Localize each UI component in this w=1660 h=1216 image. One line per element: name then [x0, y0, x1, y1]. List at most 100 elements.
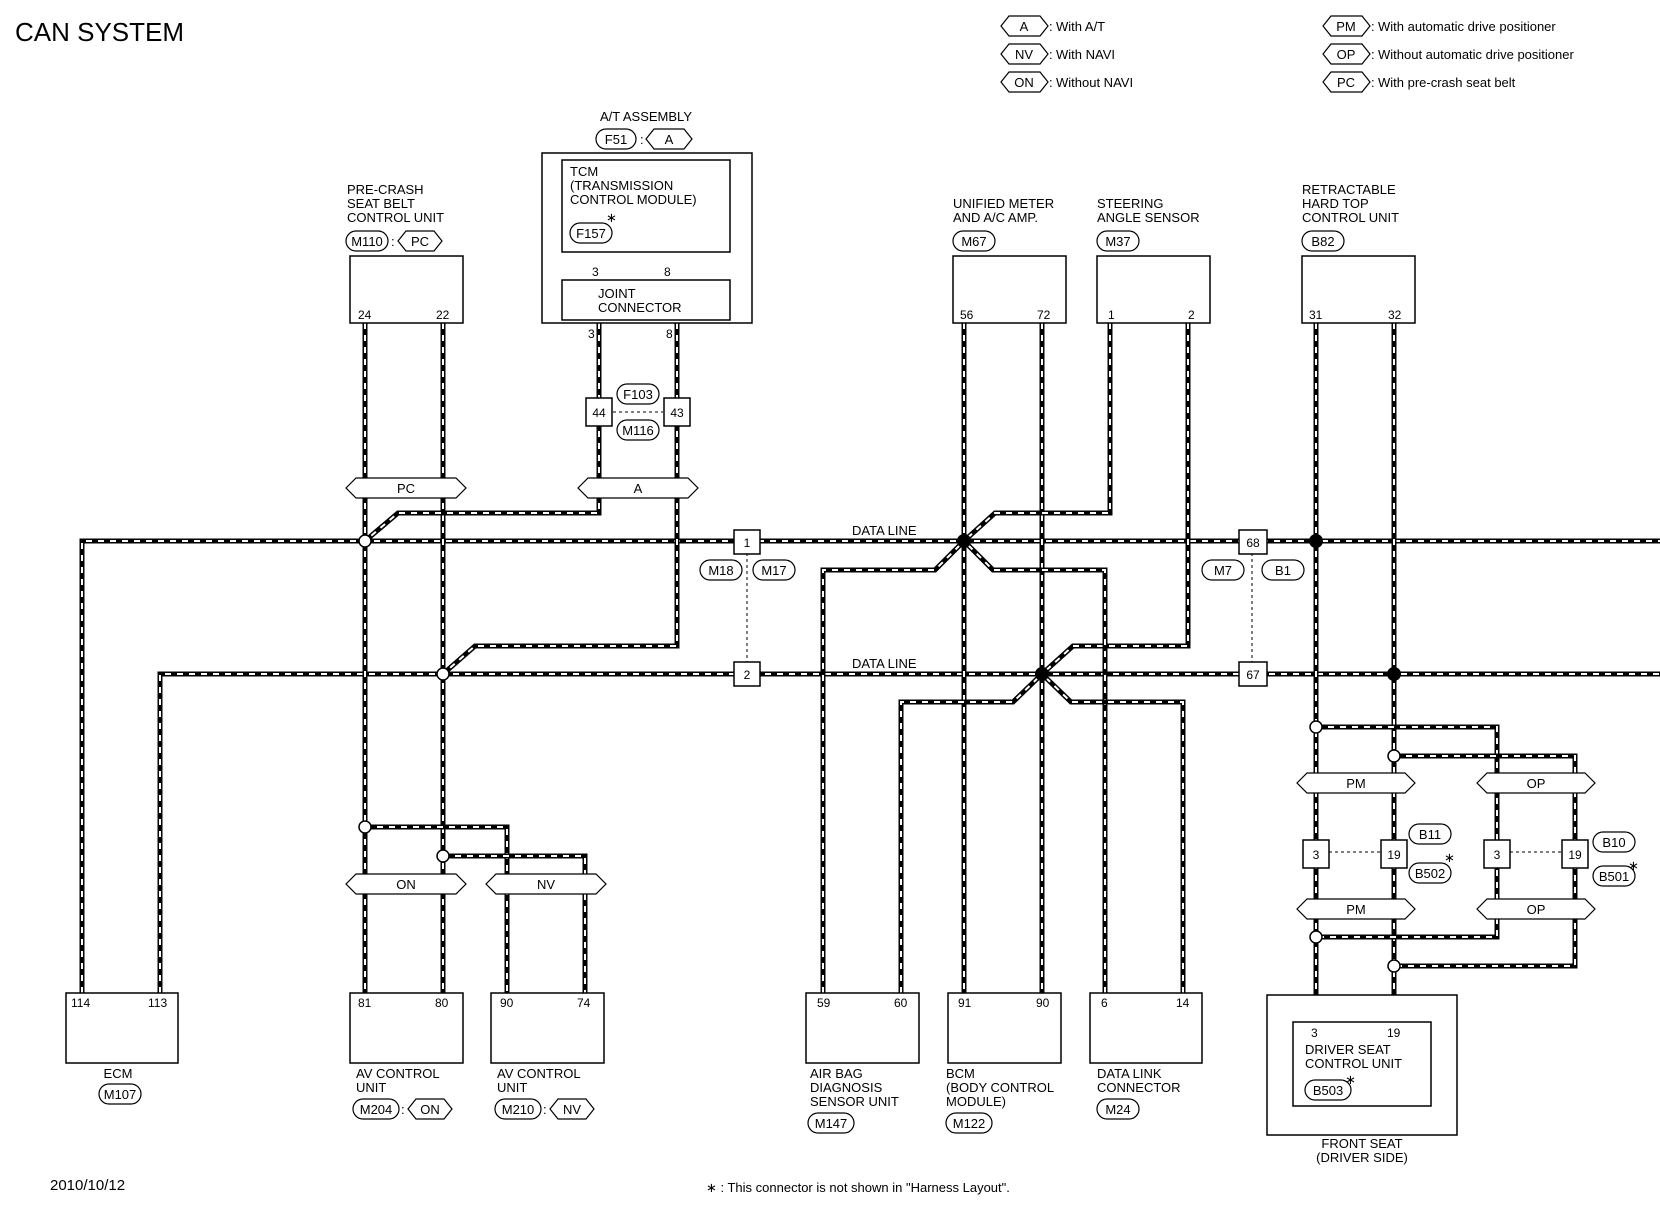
legend-sep: :: [1371, 75, 1375, 90]
data-line-label-low: DATA LINE: [852, 656, 917, 671]
meter-pin-56: 56: [960, 308, 974, 322]
av2-conn-code: M210: [502, 1102, 535, 1117]
f103-pin-44-box: [585, 397, 613, 427]
splices: [358, 534, 1401, 973]
data-line-label-high: DATA LINE: [852, 523, 917, 538]
joint-conn-label-1: JOINT: [598, 286, 636, 301]
legend-op-code: OP: [1337, 47, 1356, 62]
f103-conn-code: F103: [623, 387, 653, 402]
m7-pin-67: 67: [1246, 668, 1260, 682]
retract-pin-32: 32: [1388, 308, 1402, 322]
m116-conn-code: M116: [622, 423, 654, 438]
op-pin-19: 19: [1568, 848, 1582, 862]
steering-pin-1: 1: [1108, 308, 1115, 322]
front-seat-label-2: (DRIVER SIDE): [1316, 1150, 1408, 1165]
at-option-band: A: [634, 481, 643, 496]
splice-open: [1387, 959, 1401, 973]
splice-open: [358, 534, 372, 548]
nv-option-band: NV: [537, 877, 555, 892]
center-wires: [820, 323, 1191, 993]
b501-conn-code: B501: [1599, 869, 1629, 884]
precrash-label-3: CONTROL UNIT: [347, 210, 444, 225]
page-title: CAN SYSTEM: [15, 17, 184, 47]
av2-option-code: NV: [563, 1102, 581, 1117]
steering-label-1: STEERING: [1097, 196, 1163, 211]
dlc-pin-6: 6: [1101, 996, 1108, 1010]
precrash-option-code: PC: [411, 234, 429, 249]
precrash-pin-24: 24: [358, 308, 372, 322]
av-control-unit-1: 81 80 AV CONTROL UNIT M204 : ON: [349, 992, 464, 1120]
seat-label-2: CONTROL UNIT: [1305, 1056, 1402, 1071]
airbag-pin-60: 60: [894, 996, 908, 1010]
legend-a-code: A: [1020, 19, 1029, 34]
option-bands: ON NV PM PM OP OP: [345, 772, 1596, 920]
dlc-unit: 6 14 DATA LINK CONNECTOR M24: [1089, 992, 1203, 1120]
av2-conn-sep: :: [543, 1102, 547, 1117]
m17-conn-code: M17: [761, 563, 786, 578]
b502-star: ∗: [1444, 850, 1455, 865]
airbag-label-1: AIR BAG: [810, 1066, 863, 1081]
av-control-unit-2: 90 74 AV CONTROL UNIT M210 : NV: [490, 992, 605, 1120]
legend-op-desc: Without automatic drive positioner: [1378, 47, 1574, 62]
splice-open: [1309, 930, 1323, 944]
legend-nv-desc: With NAVI: [1056, 47, 1115, 62]
airbag-unit: 59 60 AIR BAG DIAGNOSIS SENSOR UNIT M147: [805, 992, 920, 1134]
splice-open: [436, 849, 450, 863]
splice-open: [1387, 749, 1401, 763]
av1-label-2: UNIT: [356, 1080, 386, 1095]
joint-conn-label-2: CONNECTOR: [598, 300, 682, 315]
b11-conn-code: B11: [1419, 827, 1441, 842]
meter-unit: UNIFIED METER AND A/C AMP. M67 56 72: [952, 196, 1067, 324]
seat-label-1: DRIVER SEAT: [1305, 1042, 1391, 1057]
av1-label-1: AV CONTROL: [356, 1066, 440, 1081]
retract-label-1: RETRACTABLE: [1302, 182, 1396, 197]
av1-option-code: ON: [420, 1102, 440, 1117]
meter-conn-code: M67: [961, 234, 986, 249]
pm-connector: 3 19 B11 ∗ B502: [1302, 823, 1455, 884]
legend: A : With A/T NV : With NAVI ON : Without…: [1000, 15, 1574, 93]
steering-conn-code: M37: [1105, 234, 1130, 249]
legend-sep: :: [1049, 47, 1053, 62]
tcm-pin-3: 3: [592, 265, 599, 279]
pm-pin-3: 3: [1313, 848, 1320, 862]
legend-pc: PC : With pre-crash seat belt: [1322, 71, 1516, 93]
f103-pin-43: 43: [670, 406, 684, 420]
legend-nv: NV : With NAVI: [1000, 43, 1115, 65]
tcm-pin-8: 8: [664, 265, 671, 279]
bcm-unit: 91 90 BCM (BODY CONTROL MODULE) M122: [945, 992, 1062, 1134]
legend-op: OP : Without automatic drive positioner: [1322, 43, 1574, 65]
av1-conn-sep: :: [401, 1102, 405, 1117]
tcm-label-2: (TRANSMISSION: [570, 178, 673, 193]
airbag-conn-code: M147: [815, 1116, 848, 1131]
bus-high-wire: [79, 538, 1660, 993]
bcm-conn-code: M122: [953, 1116, 986, 1131]
precrash-conn-code: M110: [351, 234, 383, 249]
splice-open: [1309, 720, 1323, 734]
date-stamp: 2010/10/12: [50, 1177, 125, 1194]
av2-label-1: AV CONTROL: [497, 1066, 581, 1081]
airbag-pin-59: 59: [817, 996, 831, 1010]
b503-star: ∗: [1345, 1072, 1356, 1087]
steering-label-2: ANGLE SENSOR: [1097, 210, 1200, 225]
legend-on-code: ON: [1014, 75, 1034, 90]
legend-sep: :: [1049, 75, 1053, 90]
bcm-pin-90: 90: [1036, 996, 1050, 1010]
legend-pc-code: PC: [1337, 75, 1355, 90]
m7-conn-code: M7: [1214, 563, 1232, 578]
dlc-pin-14: 14: [1176, 996, 1190, 1010]
dlc-label-1: DATA LINK: [1097, 1066, 1162, 1081]
airbag-label-2: DIAGNOSIS: [810, 1080, 883, 1095]
legend-on: ON : Without NAVI: [1000, 71, 1133, 93]
m7-pin-68: 68: [1246, 536, 1260, 550]
ecm-pin-114: 114: [71, 996, 90, 1010]
retract-pin-31: 31: [1309, 308, 1323, 322]
av1-pin-80: 80: [435, 996, 449, 1010]
precrash-unit: PRE-CRASH SEAT BELT CONTROL UNIT M110 : …: [345, 182, 467, 499]
joint-pin-8: 8: [666, 327, 673, 341]
at-assembly-label: A/T ASSEMBLY: [600, 109, 692, 124]
legend-nv-code: NV: [1015, 47, 1033, 62]
legend-a-desc: With A/T: [1056, 19, 1105, 34]
steering-pin-2: 2: [1188, 308, 1195, 322]
bcm-label-2: (BODY CONTROL: [946, 1080, 1054, 1095]
